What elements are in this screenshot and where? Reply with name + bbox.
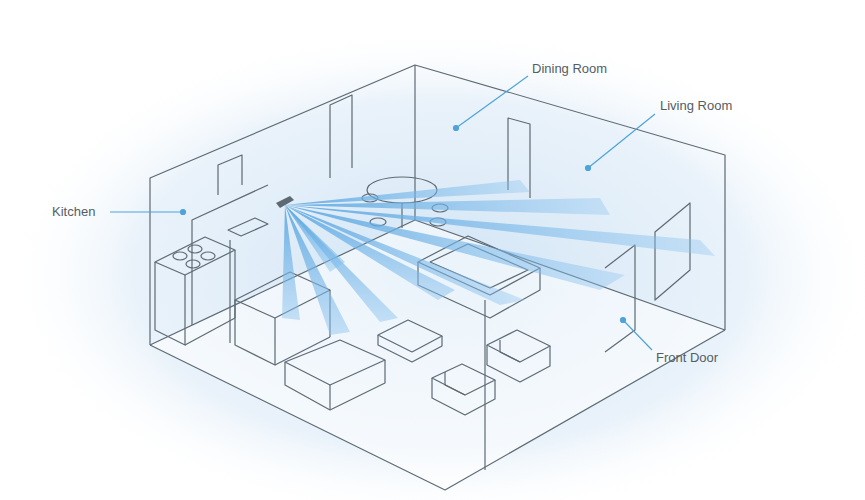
leader-lines — [110, 76, 655, 350]
room-label: Front Door — [656, 350, 718, 366]
room-outline — [150, 65, 725, 490]
room-label: Living Room — [660, 98, 732, 114]
floor — [150, 220, 725, 490]
room-label: Dining Room — [532, 61, 607, 77]
sensor — [276, 196, 294, 208]
sensor-beams — [282, 180, 715, 335]
glow — [0, 25, 865, 500]
room-label: Kitchen — [52, 204, 95, 220]
